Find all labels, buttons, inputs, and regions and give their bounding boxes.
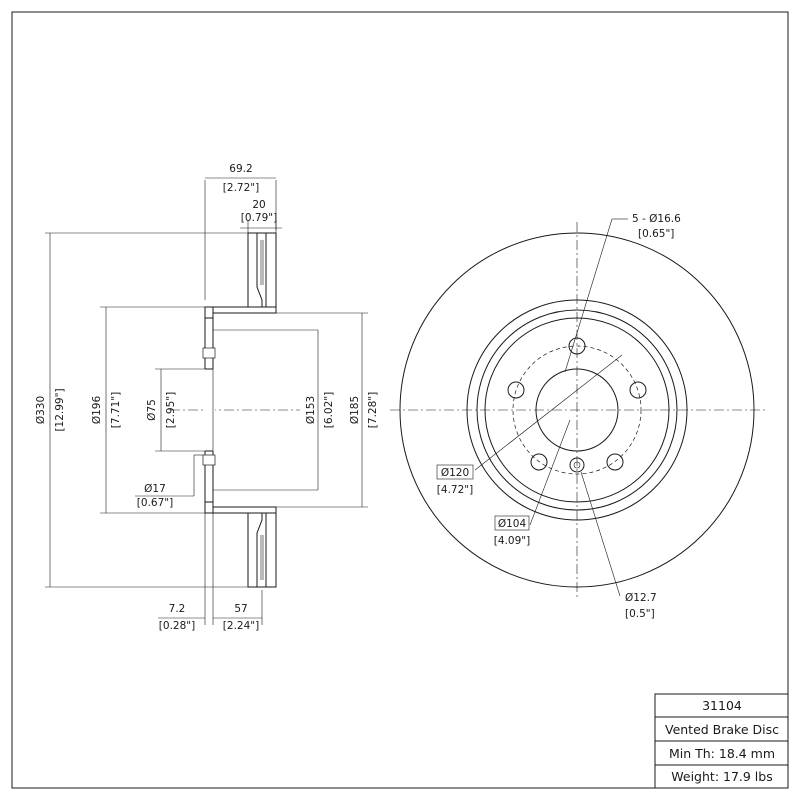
dim-center-bore-inch: [2.95"] bbox=[165, 392, 177, 428]
dim-inner-hat-inch: [6.02"] bbox=[323, 392, 335, 428]
dim-hat-height-inch: [2.24"] bbox=[223, 620, 259, 632]
dim-overall-width: 69.2 bbox=[229, 163, 252, 175]
top-inner-cheek bbox=[247, 232, 263, 308]
bolt-hole-3 bbox=[606, 453, 624, 471]
label-pcd-outer: Ø120 bbox=[441, 467, 469, 479]
bolt-circle bbox=[512, 345, 642, 475]
dim-pin-hole: Ø17 bbox=[144, 483, 166, 495]
hat-outer-edge bbox=[466, 299, 688, 521]
bottom-outer-cheek bbox=[265, 512, 277, 588]
dim-pin-hole-inch: [0.67"] bbox=[137, 497, 173, 509]
dim-outer-diameter-inch: [12.99"] bbox=[54, 388, 66, 431]
bolt-hole-2 bbox=[629, 381, 647, 399]
label-pcd-inner-box bbox=[494, 515, 530, 531]
locator-hole bbox=[569, 457, 585, 473]
hat-step bbox=[476, 309, 678, 511]
dim-hat-thickness: 7.2 bbox=[169, 603, 186, 615]
hat-top-wall bbox=[204, 306, 277, 319]
hat-inner-edge bbox=[484, 317, 670, 503]
dim-drum-diameter-inch: [7.28"] bbox=[367, 392, 379, 428]
rotor-outer-edge bbox=[399, 232, 755, 588]
dim-overall-width-inch: [2.72"] bbox=[223, 182, 259, 194]
dim-hat-height: 57 bbox=[234, 603, 247, 615]
center-bore bbox=[535, 368, 619, 452]
bolt-hole-4 bbox=[530, 453, 548, 471]
locator-hole-inner bbox=[573, 461, 581, 469]
dim-rotor-thickness: 20 bbox=[252, 199, 265, 211]
bolt-hole-1 bbox=[568, 337, 586, 355]
bottom-inner-cheek bbox=[247, 512, 263, 588]
top-outer-cheek bbox=[265, 232, 277, 308]
min-thickness: Min Th: 18.4 mm bbox=[669, 746, 775, 761]
dim-outer-diameter: Ø330 bbox=[35, 396, 47, 424]
label-pcd-inner-inch: [4.09"] bbox=[494, 535, 530, 547]
label-bolt-holes: 5 - Ø16.6 bbox=[632, 213, 681, 225]
dim-rotor-thickness-inch: [0.79"] bbox=[241, 212, 277, 224]
part-description: Vented Brake Disc bbox=[665, 722, 779, 737]
title-block: 31104 Vented Brake Disc Min Th: 18.4 mm … bbox=[654, 693, 789, 789]
dim-hat-diameter: Ø196 bbox=[91, 396, 103, 425]
label-locator-hole: Ø12.7 bbox=[625, 592, 657, 604]
sheet-border bbox=[11, 11, 789, 789]
dim-center-bore: Ø75 bbox=[146, 399, 158, 421]
dim-drum-diameter: Ø185 bbox=[349, 396, 361, 424]
label-pcd-outer-box bbox=[436, 464, 474, 480]
front-view: 5 - Ø16.6 [0.65"] Ø120 [4.72"] Ø104 [4.0… bbox=[390, 213, 765, 620]
dim-hat-diameter-inch: [7.71"] bbox=[110, 392, 122, 428]
hat-bottom-wall bbox=[204, 501, 277, 514]
part-number: 31104 bbox=[702, 698, 742, 713]
label-bolt-holes-inch: [0.65"] bbox=[638, 228, 674, 240]
label-pcd-inner: Ø104 bbox=[498, 518, 527, 530]
label-pcd-outer-inch: [4.72"] bbox=[437, 484, 473, 496]
weight: Weight: 17.9 lbs bbox=[671, 769, 772, 784]
side-section-view: 69.2 [2.72"] 20 [0.79"] Ø330 [12.99"] Ø1… bbox=[35, 163, 379, 632]
bolt-hole-5 bbox=[507, 381, 525, 399]
dim-inner-hat: Ø153 bbox=[305, 396, 317, 424]
dim-hat-thickness-inch: [0.28"] bbox=[159, 620, 195, 632]
label-locator-hole-inch: [0.5"] bbox=[625, 608, 655, 620]
